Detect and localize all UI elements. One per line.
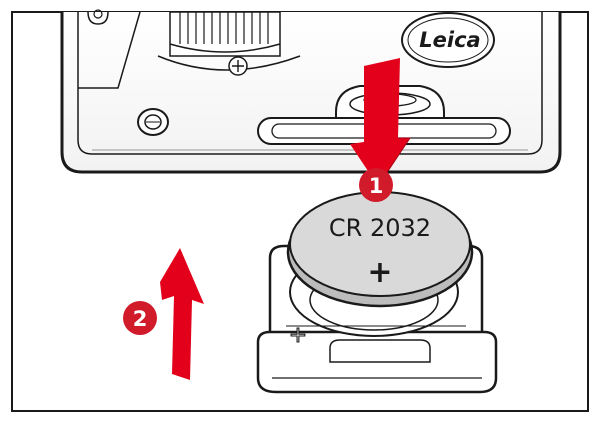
body-screw [228, 56, 248, 76]
strap-eyelet [87, 9, 109, 25]
leica-logo-text: Leica [419, 28, 480, 52]
step-1-badge: 1 [359, 168, 393, 202]
step-2-badge: 2 [123, 301, 157, 335]
step-2-number: 2 [133, 307, 148, 331]
tripod-socket [137, 108, 169, 136]
leica-logo: Leica [401, 12, 495, 68]
step-1-number: 1 [369, 174, 384, 198]
knurled-dial [157, 11, 301, 71]
coin-cell-battery: CR 2032 + [286, 191, 474, 308]
close-arrow [160, 248, 204, 380]
battery-polarity-label: + [367, 255, 392, 290]
insert-arrow [350, 58, 411, 187]
battery-model-label: CR 2032 [329, 214, 431, 242]
tray-polarity-mark: + [289, 323, 307, 348]
